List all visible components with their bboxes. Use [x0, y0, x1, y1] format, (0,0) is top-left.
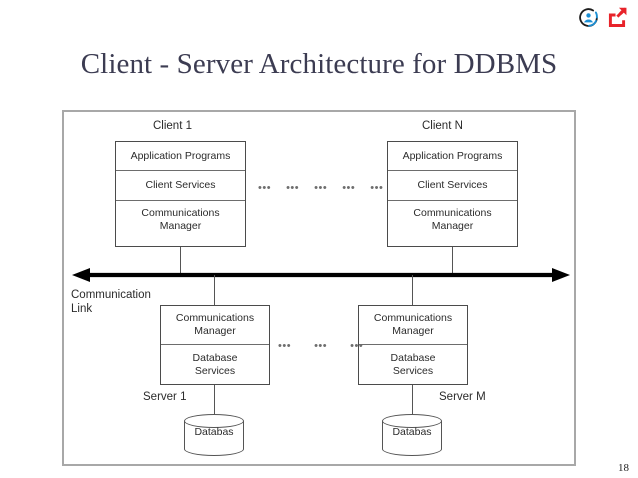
client-n-application-programs: Application Programs — [388, 142, 517, 172]
client-1-client-services: Client Services — [116, 171, 245, 201]
server-m-uplink — [412, 275, 413, 305]
servers-ellipsis-1: ••• — [278, 340, 292, 352]
communication-link-arrow — [72, 268, 570, 282]
server-m-database-services: Database Services — [359, 345, 467, 384]
server-1-database-label: Databas — [194, 426, 234, 438]
server-m-database-label: Databas — [392, 426, 432, 438]
server-m-db-services-line1: Database — [390, 351, 436, 364]
account-circle-icon[interactable] — [578, 7, 599, 28]
servers-ellipsis-2: ••• — [314, 340, 328, 352]
server-m-communications-manager: Communications Manager — [359, 306, 467, 346]
communication-link-label-line2: Link — [71, 303, 93, 316]
toolbar-icons — [578, 6, 628, 28]
client-1-downlink — [180, 247, 181, 276]
server-m-cylinder-top — [382, 414, 442, 428]
client-n-stack: Application Programs Client Services Com… — [387, 141, 518, 247]
server-1-title: Server 1 — [143, 391, 187, 403]
server-m-db-link — [412, 385, 413, 415]
communication-link-label-line1: Communication — [71, 289, 151, 301]
server-1-db-link — [214, 385, 215, 415]
client-n-comm-mgr-line1: Communications — [413, 206, 492, 219]
server-1-database-cylinder: Databas — [184, 414, 244, 456]
page-title: Client - Server Architecture for DDBMS — [80, 48, 558, 80]
server-m-comm-mgr-line2: Manager — [392, 325, 434, 337]
clients-ellipsis-4: ••• — [342, 182, 356, 194]
client-n-communications-manager: Communications Manager — [388, 201, 517, 246]
client-n-downlink — [452, 247, 453, 276]
clients-ellipsis-1: ••• — [258, 182, 272, 194]
client-n-client-services: Client Services — [388, 171, 517, 201]
server-m-stack: Communications Manager Database Services — [358, 305, 468, 385]
clients-ellipsis-5: ••• — [370, 182, 384, 194]
server-1-stack: Communications Manager Database Services — [160, 305, 270, 385]
server-m-comm-mgr-line1: Communications — [373, 312, 453, 325]
client-1-communications-manager: Communications Manager — [116, 201, 245, 246]
servers-ellipsis: ••• ••• ••• — [278, 340, 363, 352]
client-n-comm-mgr-line2: Manager — [431, 219, 474, 232]
clients-ellipsis-3: ••• — [314, 182, 328, 194]
client-1-comm-mgr-line1: Communications — [141, 206, 220, 219]
client-1-stack: Application Programs Client Services Com… — [115, 141, 246, 247]
server-1-comm-mgr-line1: Communications — [175, 312, 255, 325]
client-n-title: Client N — [422, 120, 463, 132]
communication-link-label: Communication Link — [71, 288, 181, 317]
client-1-comm-mgr-line2: Manager — [159, 219, 202, 232]
server-1-db-services-line1: Database — [192, 351, 238, 364]
clients-ellipsis: ••• ••• ••• ••• ••• — [258, 182, 383, 194]
server-1-uplink — [214, 275, 215, 305]
server-1-communications-manager: Communications Manager — [161, 306, 269, 346]
server-1-comm-mgr-line2: Manager — [194, 325, 236, 337]
server-m-db-services-line2: Services — [392, 364, 434, 377]
server-m-database-cylinder: Databas — [382, 414, 442, 456]
server-1-db-services-line2: Services — [194, 364, 236, 377]
client-1-application-programs: Application Programs — [116, 142, 245, 172]
architecture-diagram: Client 1 Application Programs Client Ser… — [62, 110, 576, 466]
page-number: 18 — [618, 462, 629, 474]
clients-ellipsis-2: ••• — [286, 182, 300, 194]
server-1-database-services: Database Services — [161, 345, 269, 384]
server-m-title: Server M — [439, 391, 486, 403]
client-1-title: Client 1 — [153, 120, 192, 132]
servers-ellipsis-3: ••• — [350, 340, 364, 352]
server-1-cylinder-top — [184, 414, 244, 428]
share-export-icon[interactable] — [606, 6, 628, 28]
